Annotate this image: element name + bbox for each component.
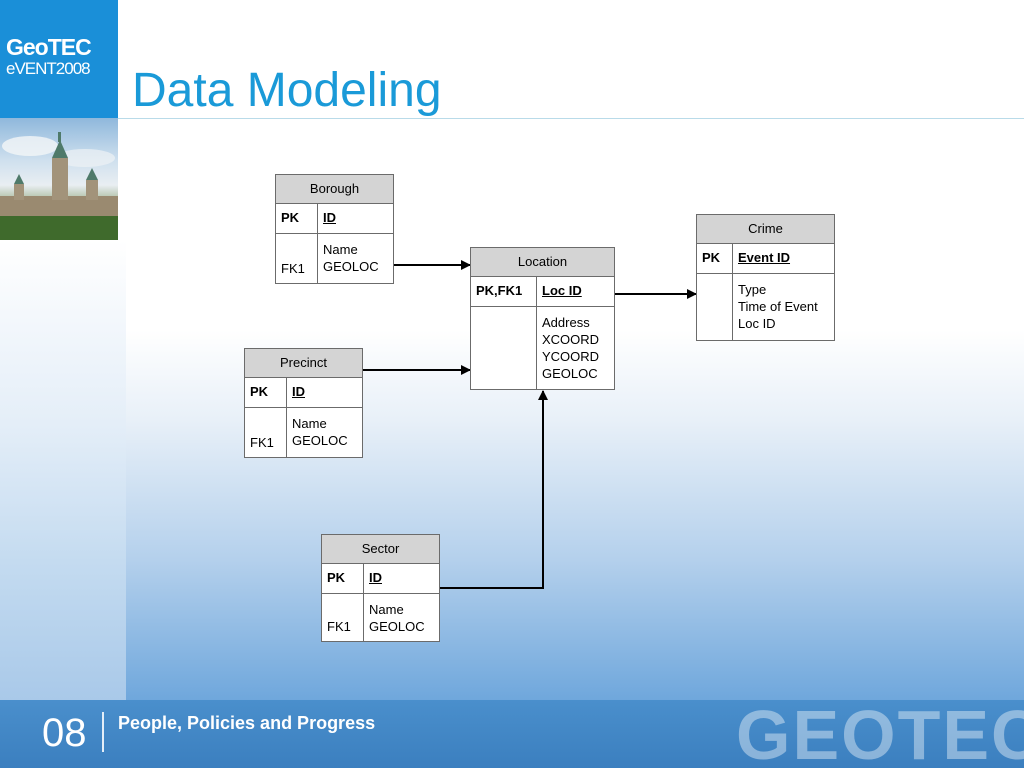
fk-label: FK1 <box>322 594 364 642</box>
key-field: ID <box>369 570 382 585</box>
entity-header: Borough <box>276 175 393 204</box>
attribute: GEOLOC <box>542 366 598 381</box>
primary-key-row: PK Event ID <box>697 244 834 274</box>
key-field: Event ID <box>738 250 791 265</box>
sector-to-location-connector <box>440 390 548 589</box>
entity-header: Location <box>471 248 614 277</box>
attribute: Name <box>369 602 404 617</box>
footer-bar: 08 People, Policies and Progress GEOTEC <box>0 696 1024 774</box>
borough-entity[interactable]: Borough PK ID FK1 Name GEOLOC <box>275 174 394 284</box>
attribute: Type <box>738 282 767 297</box>
attribute: GEOLOC <box>323 259 379 274</box>
attribute: Name <box>323 242 358 257</box>
fk-label <box>471 307 537 390</box>
attribute: XCOORD <box>542 332 600 347</box>
attribute-list: Address XCOORD YCOORD GEOLOC <box>537 307 604 390</box>
logo-wordmark: GeoTEC <box>6 34 92 60</box>
attribute-row: Address XCOORD YCOORD GEOLOC <box>471 307 614 390</box>
precinct-entity[interactable]: Precinct PK ID FK1 Name GEOLOC <box>244 348 363 458</box>
key-label: PK <box>276 204 318 233</box>
attribute: Address <box>542 315 590 330</box>
slide-number: 08 <box>42 711 87 755</box>
logo-event-year: eVENT2008 <box>6 59 91 78</box>
location-entity[interactable]: Location PK,FK1 Loc ID Address XCOORD YC… <box>470 247 615 390</box>
sector-entity[interactable]: Sector PK ID FK1 Name GEOLOC <box>321 534 440 642</box>
attribute: GEOLOC <box>369 619 425 634</box>
key-label: PK <box>322 564 364 593</box>
entity-header: Precinct <box>245 349 362 378</box>
attribute-list: Type Time of Event Loc ID <box>733 274 823 341</box>
fk-label: FK1 <box>245 408 287 458</box>
attribute-row: Type Time of Event Loc ID <box>697 274 834 341</box>
primary-key-row: PK,FK1 Loc ID <box>471 277 614 307</box>
attribute: Name <box>292 416 327 431</box>
entity-header: Crime <box>697 215 834 244</box>
attribute: YCOORD <box>542 349 600 364</box>
title-divider <box>118 118 1024 119</box>
attribute-list: Name GEOLOC <box>287 408 353 458</box>
page-title: Data Modeling <box>132 64 442 117</box>
attribute-row: FK1 Name GEOLOC <box>322 594 439 642</box>
parliament-photo <box>0 118 118 240</box>
primary-key-row: PK ID <box>245 378 362 408</box>
geotec-logo: GeoTEC eVENT2008 <box>0 0 118 118</box>
fk-label: FK1 <box>276 234 318 284</box>
entity-header: Sector <box>322 535 439 564</box>
attribute-row: FK1 Name GEOLOC <box>245 408 362 458</box>
key-label: PK <box>697 244 733 273</box>
parliament-building-icon <box>0 132 118 240</box>
key-field: ID <box>323 210 336 225</box>
fk-label <box>697 274 733 341</box>
crime-entity[interactable]: Crime PK Event ID Type Time of Event Loc… <box>696 214 835 341</box>
primary-key-row: PK ID <box>276 204 393 234</box>
geotec-watermark: GEOTEC <box>736 696 1024 774</box>
footer-tagline: People, Policies and Progress <box>118 713 376 733</box>
attribute-list: Name GEOLOC <box>318 234 384 284</box>
attribute-list: Name GEOLOC <box>364 594 430 642</box>
attribute: Loc ID <box>738 316 776 331</box>
key-label: PK <box>245 378 287 407</box>
primary-key-row: PK ID <box>322 564 439 594</box>
key-field: Loc ID <box>542 283 582 298</box>
key-label: PK,FK1 <box>471 277 537 306</box>
attribute: GEOLOC <box>292 433 348 448</box>
attribute: Time of Event <box>738 299 818 314</box>
key-field: ID <box>292 384 305 399</box>
left-decorative-band <box>0 240 126 700</box>
footer-divider <box>102 712 104 752</box>
attribute-row: FK1 Name GEOLOC <box>276 234 393 284</box>
